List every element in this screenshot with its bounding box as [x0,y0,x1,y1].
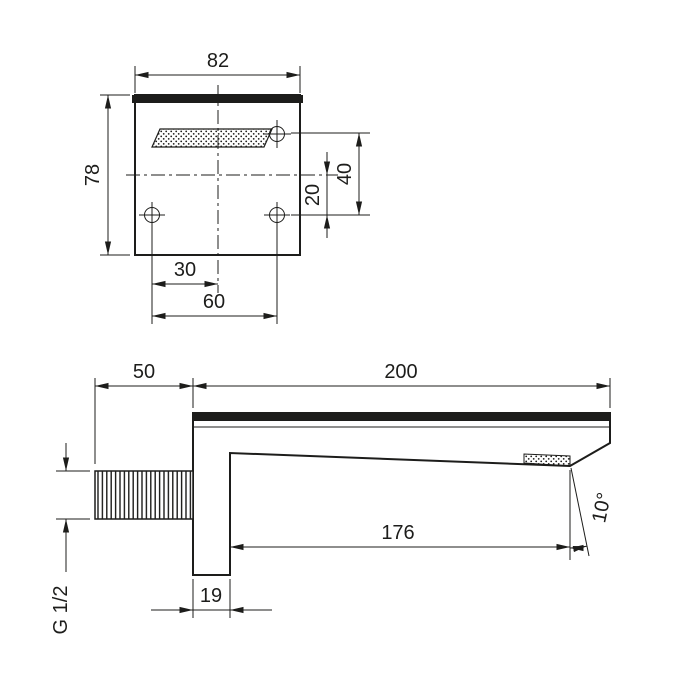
mounting-hole-left [139,202,165,228]
dimension-label: 10° [588,491,616,525]
dimension-label: 82 [207,50,229,72]
waterfall-outlet-slot [151,128,273,148]
outlet-center-mark [263,120,291,148]
dimension-label: 19 [200,585,222,607]
dimension-label: 78 [82,164,104,186]
front-view: 82 78 40 20 30 [82,50,370,324]
dim-wall-projection-50: 50 [94,361,194,464]
dimension-label: 200 [384,361,417,383]
dim-centerline-to-holes-20: 20 [302,152,331,238]
angle-reference-line [570,467,590,557]
dimension-label: 60 [203,291,225,313]
mounting-hole-right [264,202,290,228]
spout-profile-outline [192,412,611,576]
dimension-label: 20 [302,184,324,206]
dim-width-82: 82 [134,50,301,93]
dim-height-78: 78 [82,94,130,256]
dimension-label: 40 [334,163,356,185]
dimension-label: G 1/2 [50,586,72,635]
dimension-label: 50 [133,361,155,383]
angle-arc [569,544,587,553]
dim-spout-reach-176: 176 [230,470,571,560]
dimension-label: 30 [174,259,196,281]
dimension-label: 176 [381,522,414,544]
spout-top-edge [193,413,610,421]
dim-plate-thickness-19: 19 [151,579,272,618]
side-view: 50 200 176 19 [50,361,616,634]
dim-outlet-to-holes-40: 40 [291,132,370,216]
dim-thread-size-g12: G 1/2 [50,443,90,634]
dim-spout-length-200: 200 [193,361,611,408]
dim-spray-angle-10: 10° [569,467,616,557]
dim-hole-spacing-60: 60 [152,228,278,324]
dim-hole-to-center-30: 30 [151,228,218,324]
threaded-connector [94,470,194,520]
outlet-aerator-strip [523,453,571,467]
